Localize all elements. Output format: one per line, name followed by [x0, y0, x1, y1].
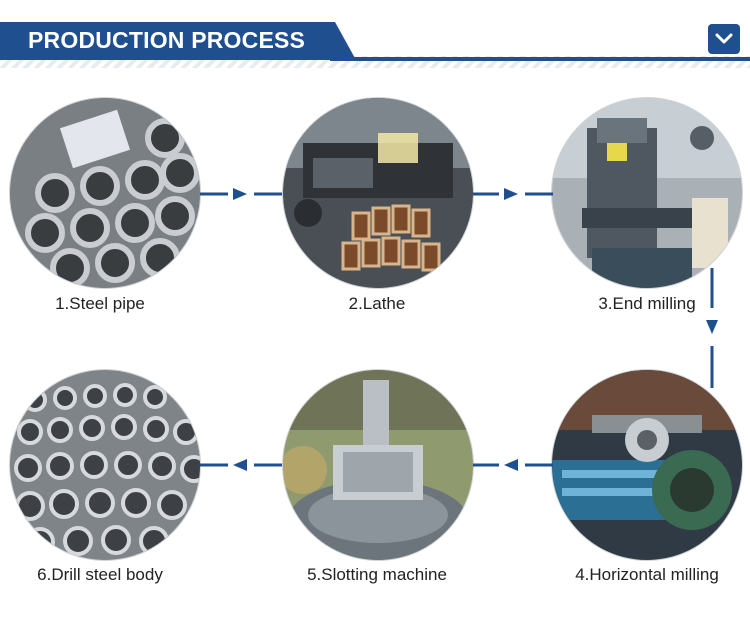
drill-steel-body-photo: [10, 370, 200, 560]
header-banner: [0, 22, 356, 60]
lathe-photo: [283, 98, 473, 288]
end-milling-photo: [552, 98, 742, 288]
step-label: 6.Drill steel body: [37, 565, 163, 584]
step-label: 3.End milling: [598, 294, 696, 313]
header-underline: [330, 57, 750, 61]
chevron-down-icon: [715, 33, 733, 44]
arrow-right-connector: [200, 186, 282, 202]
arrow-left-connector: [473, 457, 553, 473]
step-label: 2.Lathe: [348, 294, 406, 313]
horizontal-milling-photo: [552, 370, 742, 560]
step-label: 4.Horizontal milling: [575, 565, 719, 584]
expand-button[interactable]: [708, 24, 740, 54]
step-label: 5.Slotting machine: [307, 565, 447, 584]
steel-pipe-photo: [10, 98, 200, 288]
step-label: 1.Steel pipe: [55, 294, 145, 313]
section-title: PRODUCTION PROCESS: [28, 27, 306, 53]
arrow-left-connector: [200, 457, 282, 473]
arrow-right-connector: [473, 186, 553, 202]
arrow-down-connector: [704, 268, 720, 388]
slotting-machine-photo: [283, 370, 473, 560]
